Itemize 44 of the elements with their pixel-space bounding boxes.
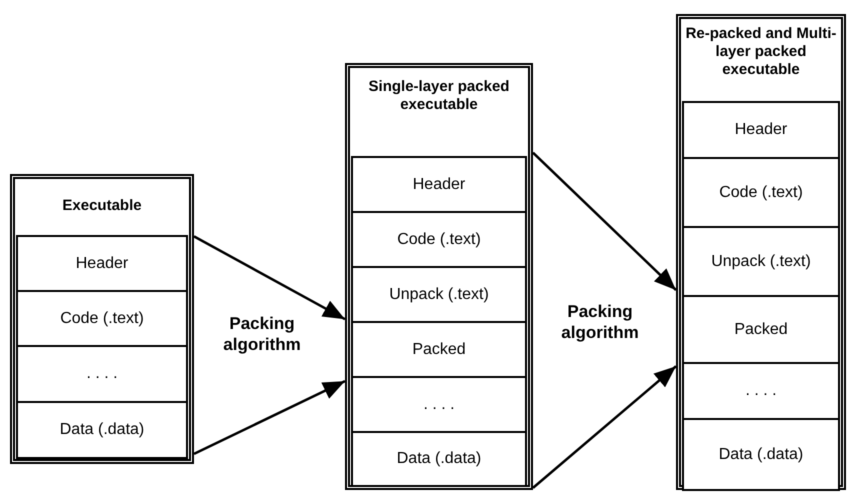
memory-section [351, 211, 527, 268]
arrow [532, 365, 677, 489]
arrow [193, 235, 346, 320]
section-label: Data (.data) [60, 421, 144, 439]
memory-section [682, 226, 840, 297]
section-label: Data (.data) [718, 446, 804, 464]
section-label: Header [734, 121, 788, 139]
section-label: Data (.data) [396, 450, 482, 468]
section-label: . . . . [86, 365, 118, 383]
section-label: . . . . [423, 396, 455, 414]
section-label: Code (.text) [719, 184, 803, 202]
section-label: Unpack (.text) [389, 286, 489, 304]
executable-panel [10, 174, 194, 464]
memory-section [351, 376, 527, 433]
panel-heading: Re-packed and Multi-layer packed executable [684, 25, 838, 79]
process-label: Packing algorithm [222, 313, 302, 355]
memory-section [16, 235, 188, 292]
section-label: . . . . [745, 382, 777, 400]
memory-section [16, 290, 188, 347]
memory-section [682, 101, 840, 159]
memory-section [16, 401, 188, 459]
memory-section [351, 266, 527, 323]
executable-panel [676, 14, 846, 490]
executable-panel [345, 63, 533, 490]
memory-section [682, 157, 840, 228]
section-label: Header [412, 176, 466, 194]
memory-section [351, 321, 527, 378]
section-label: Packed [734, 320, 788, 338]
section-label: Code (.text) [60, 310, 144, 328]
section-label: Packed [412, 340, 466, 358]
memory-section [351, 431, 527, 487]
process-label: Packing algorithm [560, 301, 640, 343]
memory-section [16, 345, 188, 403]
section-label: Code (.text) [397, 230, 481, 248]
panel-heading: Executable [61, 197, 143, 215]
memory-section [351, 156, 527, 213]
panel-heading: Single-layer packed executable [368, 78, 510, 114]
memory-section [682, 362, 840, 420]
section-label: Header [76, 254, 128, 272]
memory-section [682, 295, 840, 364]
memory-section [682, 418, 840, 491]
section-label: Unpack (.text) [711, 252, 811, 270]
arrow [193, 380, 346, 455]
arrow [532, 152, 677, 291]
